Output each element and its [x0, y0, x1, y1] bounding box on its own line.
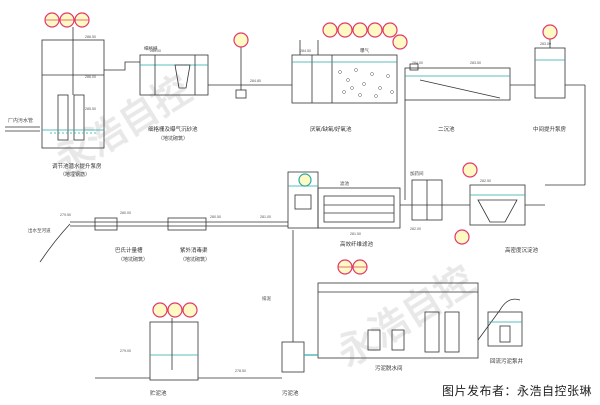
unit-parshall-label: 巴氏计量槽: [115, 246, 143, 254]
unit-settler-label: 高密度沉淀池: [505, 246, 539, 254]
unit-secondary-clarifier: [404, 63, 511, 200]
inlet-label: 厂内污水管: [8, 117, 33, 124]
unit-settler-badges: [454, 162, 478, 245]
elev-10: 282.00: [410, 227, 421, 231]
elev-15: 279.50: [60, 213, 71, 217]
unit-fine-screen-sub: （地坑砌筑）: [158, 135, 188, 142]
pipe-1-2: [104, 61, 140, 71]
elev-14: 280.00: [120, 211, 131, 215]
unit-lift-pump-room-sub: （地埋钢筋）: [60, 171, 90, 178]
elev-2: 285.50: [85, 107, 96, 111]
unit-dewatering-label: 污泥脱水间: [375, 364, 403, 372]
unit-storage-tank: [95, 318, 282, 381]
unit-parshall-sub: （地坑砌筑）: [118, 256, 148, 263]
outfall-tag: 出水至河道: [28, 227, 51, 234]
unit-aao-badges: [322, 22, 398, 38]
sludge-tag: 排泥: [262, 295, 271, 302]
unit-return-sludge: [487, 311, 523, 347]
unit-intermediate-pump: [510, 38, 586, 185]
unit-aao-tank: [291, 40, 398, 104]
elevation-labels: 286.50 286.00 285.50 285.00 284.80 284.5…: [60, 35, 551, 373]
unit-uv-building: [287, 171, 319, 229]
unit-lift-pump-room: [41, 27, 105, 149]
elev-3: 285.00: [150, 49, 161, 53]
unit-high-density-settler: [469, 184, 585, 226]
elev-6: 284.00: [412, 61, 423, 65]
publisher-caption: 图片发布者：永浩自控张琳: [441, 384, 592, 398]
fine-screen-tag: 细格栅: [144, 45, 158, 52]
unit-intermediate-badge: [542, 24, 558, 40]
pipe-2-3: [208, 47, 292, 99]
pipe-mid-row: [39, 217, 288, 263]
unit-sludge-pit-label: 污泥池: [282, 389, 299, 397]
elev-4: 284.80: [250, 79, 261, 83]
elev-1: 286.00: [85, 75, 96, 79]
unit-clarifier-badge: [392, 34, 408, 50]
unit-lift-pump-room-badges: [44, 12, 90, 28]
unit-uv-sub: （地坑砌筑）: [180, 256, 210, 263]
dosing-building: [411, 179, 443, 221]
elev-17: 278.50: [235, 369, 246, 373]
unit-fiber-filter: [317, 187, 470, 229]
elev-11: 281.50: [350, 232, 361, 236]
elev-8: 283.00: [540, 42, 551, 46]
elev-7: 283.50: [470, 61, 481, 65]
inlet-pipe: [5, 126, 40, 132]
unit-uv-label: 紫外消毒渠: [180, 246, 208, 254]
unit-storage-label: 贮泥池: [150, 389, 167, 397]
unit-aao-label: 厌氧/缺氧/好氧池: [310, 125, 352, 133]
unit-clarifier-label: 二沉池: [438, 125, 455, 133]
unit-uv-badge: [298, 173, 312, 187]
unit-fine-screen: [139, 54, 209, 96]
elev-5: 284.50: [300, 49, 311, 53]
unit-dewatering-building: [317, 282, 521, 359]
elev-16: 279.00: [120, 349, 131, 353]
aeration-bubbles: [338, 68, 394, 98]
elev-12: 281.00: [260, 215, 271, 219]
aeration-tag: 曝气: [360, 47, 369, 53]
elev-9: 282.50: [480, 179, 491, 183]
unit-lift-pump-room-label: 调节池潜水提升泵房: [52, 162, 102, 170]
unit-sludge-pit: [281, 230, 318, 373]
unit-dewatering-badges: [337, 259, 368, 275]
fiber-filter-tag: 滤池: [340, 180, 349, 187]
unit-fiber-filter-label: 高效纤维滤池: [340, 240, 374, 248]
elev-0: 286.50: [85, 35, 96, 39]
dosing-tag: 加药间: [410, 170, 424, 177]
unit-return-sludge-label: 回流污泥泵井: [490, 357, 524, 365]
unit-fine-screen-label: 细格栅及曝气沉砂池: [148, 125, 198, 133]
unit-intermediate-label: 中间提升泵房: [533, 125, 567, 133]
unit-storage-badges: [152, 302, 198, 318]
badge-dosing: [233, 32, 249, 48]
elev-13: 280.50: [210, 215, 221, 219]
